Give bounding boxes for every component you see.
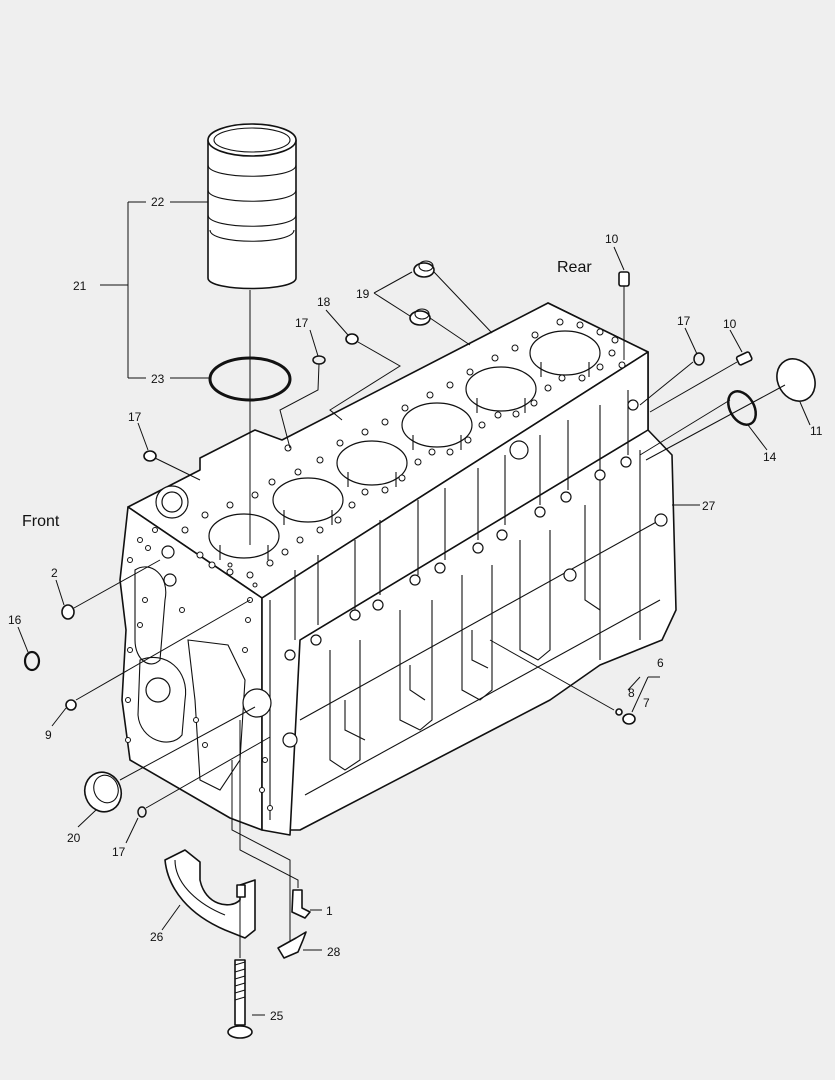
- dowel-pin-10-right: [735, 351, 753, 366]
- o-ring-17-top: [312, 355, 326, 365]
- oil-jet-1: [291, 889, 311, 919]
- callout-17-left: 17: [128, 410, 142, 424]
- o-ring-17-right: [693, 352, 705, 366]
- callout-26: 26: [150, 930, 164, 944]
- oil-jet-28: [277, 931, 307, 959]
- cylinder-liner: [207, 123, 297, 290]
- callout-17-top: 17: [295, 316, 309, 330]
- cylinder-bores: [208, 330, 601, 560]
- callout-6: 6: [657, 656, 664, 670]
- plug-17-left: [143, 450, 157, 462]
- callout-14: 14: [763, 450, 777, 464]
- callout-23: 23: [151, 372, 165, 386]
- plug-19-lower: [409, 308, 431, 326]
- sleeve-2: [61, 604, 75, 620]
- main-bearing-cap: [164, 849, 256, 939]
- callout-17-bottom: 17: [112, 845, 126, 859]
- o-ring-17-bottom: [137, 806, 147, 818]
- callout-18: 18: [317, 295, 331, 309]
- callout-7: 7: [643, 696, 650, 710]
- callout-11: 11: [810, 424, 823, 438]
- callout-10-top: 10: [605, 232, 619, 246]
- callout-10-right: 10: [723, 317, 737, 331]
- callout-20: 20: [67, 831, 81, 845]
- plug-18: [345, 333, 359, 345]
- dowel-pin-10-top: [618, 271, 630, 287]
- callout-8: 8: [628, 686, 635, 700]
- cover-plate-11: [776, 358, 816, 402]
- callout-17-right: 17: [677, 314, 691, 328]
- plug-19-upper: [413, 260, 435, 278]
- callout-19: 19: [356, 287, 370, 301]
- washer-8: [615, 708, 623, 716]
- labels: Front Rear 22 21 23 10 19 18 17 17 10 11…: [8, 195, 823, 1023]
- screw-7: [622, 713, 636, 725]
- callout-2: 2: [51, 566, 58, 580]
- callout-1: 1: [326, 904, 333, 918]
- callout-22: 22: [151, 195, 165, 209]
- bearing-cap-bolt: [227, 959, 253, 1039]
- rear-label: Rear: [557, 259, 592, 276]
- deck-holes: [181, 318, 626, 588]
- callout-28: 28: [327, 945, 341, 959]
- callout-27: 27: [702, 499, 716, 513]
- callout-16: 16: [8, 613, 22, 627]
- pin-9: [65, 699, 77, 711]
- cylinder-block: [119, 302, 677, 836]
- seal-20: [83, 771, 123, 813]
- callout-21: 21: [73, 279, 87, 293]
- o-ring-16: [23, 650, 41, 672]
- callout-9: 9: [45, 728, 52, 742]
- leader-lines: [17, 201, 811, 1016]
- front-label: Front: [22, 513, 60, 530]
- callout-25: 25: [270, 1009, 284, 1023]
